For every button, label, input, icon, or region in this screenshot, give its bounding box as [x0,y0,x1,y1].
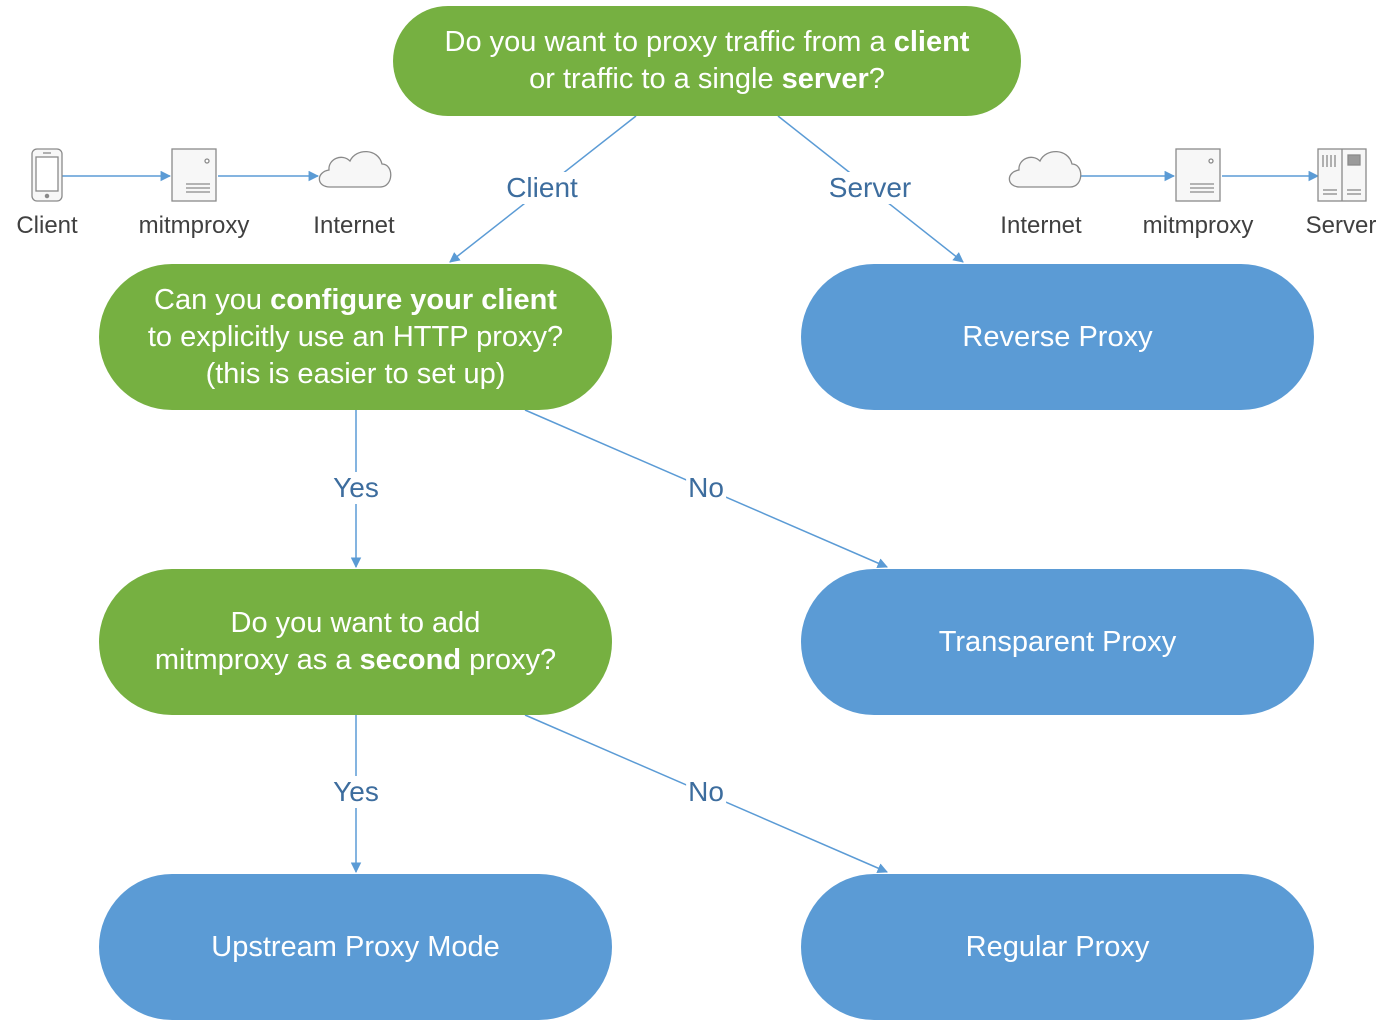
question-client-or-server: Do you want to proxy traffic from a clie… [393,6,1021,116]
edge-label-server: Server [826,172,914,204]
question-configure-client: Can you configure your client to explici… [99,264,612,410]
cloud-icon [1008,150,1082,188]
phone-icon [31,148,63,202]
caption-internet-client: Internet [313,212,395,239]
edge-label-no-2: No [686,776,726,808]
edge-label-yes-2: Yes [331,776,381,808]
server-rack-icon [1317,148,1367,202]
caption-client: Client [16,212,78,239]
result-transparent-proxy: Transparent Proxy [801,569,1314,715]
result-upstream-proxy-mode: Upstream Proxy Mode [99,874,612,1020]
cloud-icon [318,150,392,188]
result-reverse-proxy: Reverse Proxy [801,264,1314,410]
edge-label-no-1: No [686,472,726,504]
caption-internet-server: Internet [1000,212,1082,239]
caption-server: Server [1305,212,1377,239]
server-box-icon [1175,148,1221,202]
edge-label-yes-1: Yes [331,472,381,504]
edge-label-client: Client [504,172,580,204]
caption-mitmproxy-client: mitmproxy [138,212,250,239]
question-second-proxy: Do you want to add mitmproxy as a second… [99,569,612,715]
server-box-icon [171,148,217,202]
result-regular-proxy: Regular Proxy [801,874,1314,1020]
caption-mitmproxy-server: mitmproxy [1142,212,1254,239]
